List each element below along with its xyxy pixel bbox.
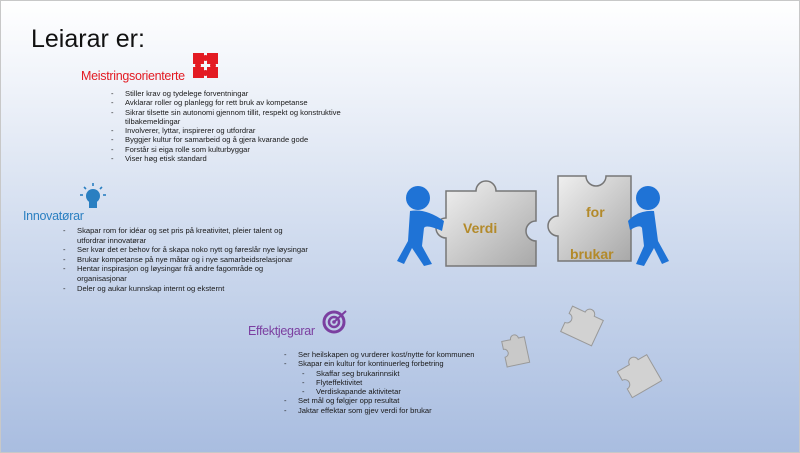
- lightbulb-icon: [80, 183, 106, 208]
- person-right-icon: [628, 186, 669, 266]
- list-item: Brukar kompetanse på nye måtar og i nye …: [63, 255, 313, 265]
- puzzle-label-verdi: Verdi: [463, 220, 498, 236]
- list-item: Ser heilskapen og vurderer kost/nytte fo…: [284, 350, 544, 360]
- list-item: Byggjer kultur for samarbeid og å gjera …: [111, 135, 371, 145]
- list-item: Set mål og følgjer opp resultat: [284, 396, 544, 406]
- list-item: Viser høg etisk standard: [111, 154, 371, 164]
- heading-innovatorar: Innovatørar: [23, 209, 84, 223]
- innovator-list: Skapar rom for idéar og set pris på krea…: [63, 226, 313, 293]
- list-item: Ser kvar det er behov for å skapa noko n…: [63, 245, 313, 255]
- right-puzzle-piece: [547, 175, 632, 262]
- meistring-list: Stiller krav og tydelege forventningar A…: [111, 89, 371, 164]
- sub-list-item: Verdiskapande aktivitetar: [284, 387, 544, 397]
- heading-effektjegarar: Effektjegarar: [248, 324, 315, 338]
- puzzle-label-brukar: brukar: [570, 246, 614, 262]
- small-puzzle-piece-icon: [501, 334, 531, 368]
- list-item: Skapar ein kultur for kontinuerleg forbe…: [284, 359, 544, 369]
- list-item: Involverer, lyttar, inspirerer og utford…: [111, 126, 371, 136]
- puzzle-graphic: [397, 175, 669, 267]
- person-left-icon: [397, 186, 444, 266]
- list-item: Forstår si eiga rolle som kulturbyggar: [111, 145, 371, 155]
- list-item: Jaktar effektar som gjev verdi for bruka…: [284, 406, 544, 416]
- small-puzzle-piece-icon: [560, 305, 604, 347]
- list-item: Sikrar tilsette sin autonomi gjennom til…: [111, 108, 371, 127]
- sub-list-item: Skaffar seg brukarinnsikt: [284, 369, 544, 379]
- heading-meistringsorienterte: Meistringsorienterte: [81, 69, 185, 83]
- slide-title: Leiarar er:: [31, 25, 145, 53]
- sub-list-item: Flyteffektivitet: [284, 378, 544, 388]
- puzzle-pieces-icon: [193, 53, 218, 78]
- list-item: Hentar inspirasjon og løysingar frå andr…: [63, 264, 313, 283]
- effekt-list: Ser heilskapen og vurderer kost/nytte fo…: [284, 350, 544, 415]
- target-icon: [322, 310, 347, 334]
- puzzle-label-for: for: [586, 204, 605, 220]
- list-item: Skapar rom for idéar og set pris på krea…: [63, 226, 313, 245]
- list-item: Deler og aukar kunnskap internt og ekste…: [63, 284, 313, 294]
- small-puzzle-piece-icon: [617, 353, 663, 399]
- list-item: Avklarar roller og planlegg for rett bru…: [111, 98, 371, 108]
- list-item: Stiller krav og tydelege forventningar: [111, 89, 371, 99]
